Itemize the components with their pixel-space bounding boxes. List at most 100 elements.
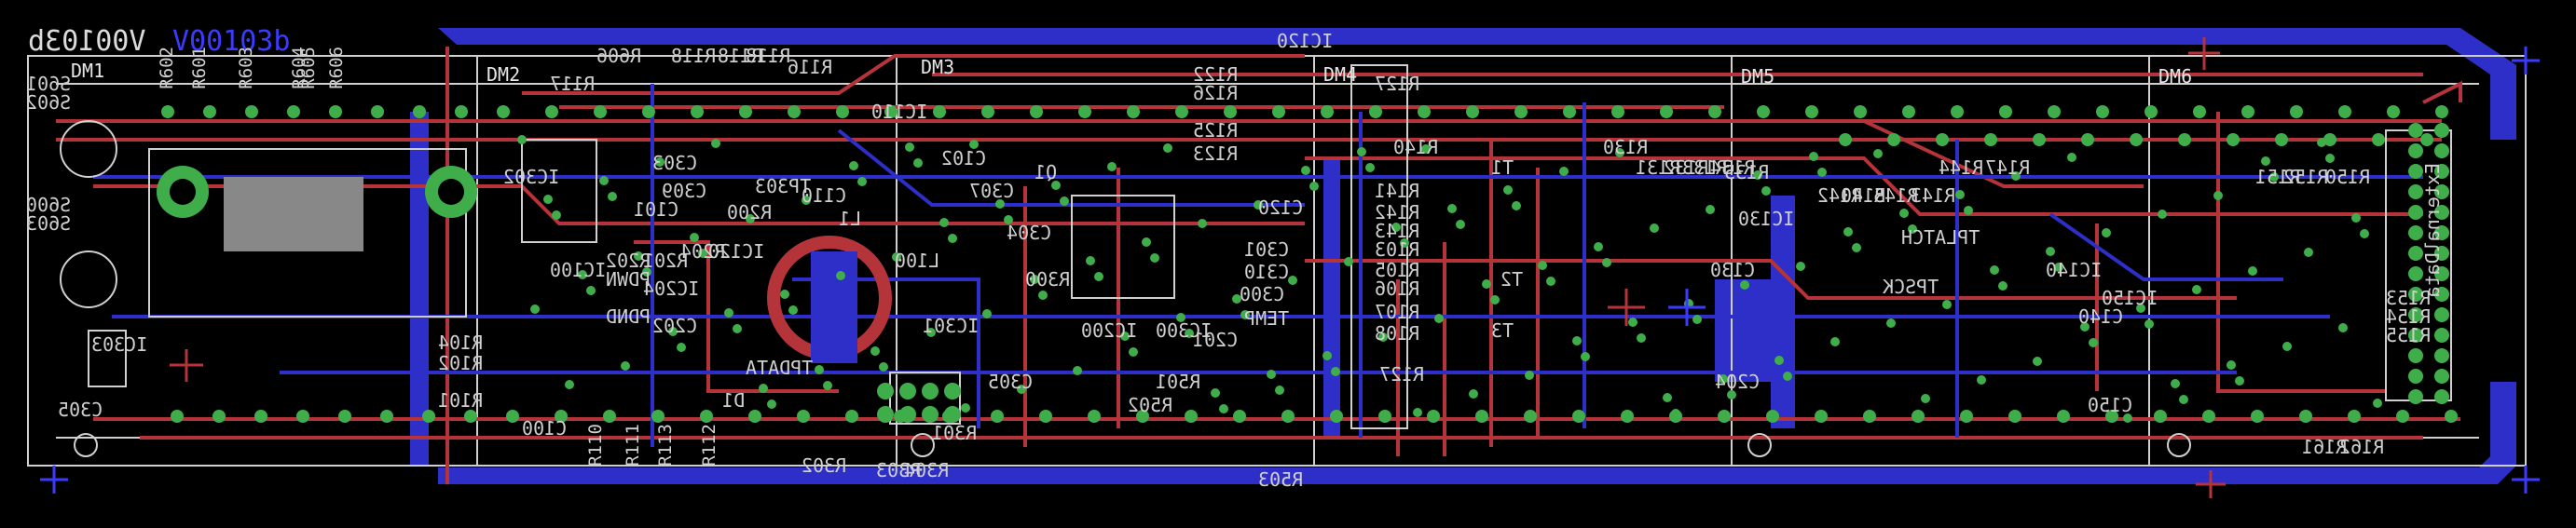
via: [1563, 105, 1576, 118]
silk-label: C101: [634, 198, 679, 221]
via: [922, 383, 939, 399]
silk-label: R142: [1375, 201, 1420, 223]
via: [877, 406, 894, 423]
via: [1843, 227, 1853, 237]
silk-label: R300: [1025, 268, 1071, 291]
silk-label: R150: [2325, 166, 2371, 188]
via: [1357, 147, 1366, 156]
via: [2408, 348, 2423, 363]
via: [905, 142, 914, 152]
silk-label: R144: [1939, 156, 1984, 179]
via: [836, 105, 849, 118]
silk-label: T3: [1491, 319, 1514, 342]
via: [1990, 265, 1999, 275]
via: [879, 362, 888, 372]
via: [1852, 243, 1861, 252]
via: [1163, 143, 1172, 153]
via: [2054, 263, 2063, 272]
silk-label: R152: [2283, 166, 2329, 188]
via: [2046, 247, 2055, 256]
via: [422, 410, 435, 423]
silk-label: C305: [988, 371, 1034, 393]
via: [1456, 220, 1465, 229]
silk-label: R502: [1128, 394, 1173, 416]
via: [1301, 166, 1310, 175]
via: [948, 234, 957, 243]
via: [455, 105, 468, 118]
via: [599, 176, 609, 185]
via: [2408, 266, 2423, 281]
silk-label: R204: [680, 240, 726, 263]
silk-label: R113: [655, 424, 676, 467]
silk-label: C150: [2088, 394, 2133, 416]
silk-label: IC302: [503, 166, 560, 188]
via: [2048, 105, 2061, 118]
via: [2408, 205, 2423, 220]
via: [1369, 105, 1382, 118]
via: [1753, 170, 1762, 180]
silk-label: ExternalData: [2421, 163, 2444, 298]
silk-label: R501: [1156, 371, 1201, 393]
via: [1908, 224, 1917, 234]
silk-label: IC301: [923, 315, 980, 337]
silk-label: D1: [722, 389, 746, 412]
via: [2304, 248, 2313, 257]
via: [1434, 314, 1444, 323]
via: [1538, 261, 1547, 270]
silk-label: R155: [2386, 324, 2432, 346]
via: [1107, 162, 1117, 171]
via: [1809, 152, 1818, 161]
via: [1911, 410, 1925, 423]
via: [1309, 182, 1319, 191]
silk-label: R141: [1375, 180, 1420, 202]
silk-label: R127: [1375, 73, 1420, 95]
via: [1865, 413, 1874, 422]
via: [2338, 105, 2351, 118]
via: [1017, 385, 1026, 394]
via: [746, 214, 755, 223]
tpdata-loop: [767, 236, 892, 363]
via: [2408, 328, 2423, 343]
via: [254, 410, 267, 423]
via: [1321, 105, 1334, 118]
via: [1512, 201, 1521, 210]
via: [1331, 367, 1340, 376]
via: [2434, 123, 2449, 138]
via: [788, 105, 801, 118]
silk-label: R605: [298, 47, 319, 89]
via: [2434, 328, 2449, 343]
silk-label: R143: [1911, 184, 1956, 207]
via: [1899, 209, 1909, 218]
via: [1964, 206, 1973, 215]
via: [1951, 105, 1964, 118]
via: [2102, 228, 2111, 237]
via: [1267, 370, 1276, 379]
section-dm2: DM2: [486, 63, 521, 86]
via: [1176, 313, 1185, 322]
silk-label: C301: [1244, 238, 1290, 261]
via: [296, 410, 309, 423]
via: [517, 135, 527, 144]
via: [2408, 164, 2423, 179]
silk-label: IC303: [91, 333, 148, 356]
silk-label: R125: [1193, 119, 1239, 142]
via: [642, 105, 655, 118]
section-dm3: DM3: [921, 56, 955, 78]
via: [212, 410, 226, 423]
via: [552, 210, 561, 220]
silk-label: R140: [1393, 136, 1439, 158]
via: [2123, 413, 2132, 423]
via: [543, 195, 553, 204]
via: [2435, 105, 2448, 118]
via: [1727, 390, 1736, 399]
silk-label: IC140: [2046, 259, 2103, 281]
board-title: V00103b: [28, 25, 146, 58]
via: [1660, 105, 1673, 118]
via: [1796, 262, 1805, 271]
silk-label: R302: [802, 454, 847, 477]
silk-label: R101: [438, 389, 484, 412]
via: [2434, 143, 2449, 158]
via: [2408, 307, 2423, 322]
via: [651, 410, 665, 423]
via: [1692, 315, 1702, 324]
